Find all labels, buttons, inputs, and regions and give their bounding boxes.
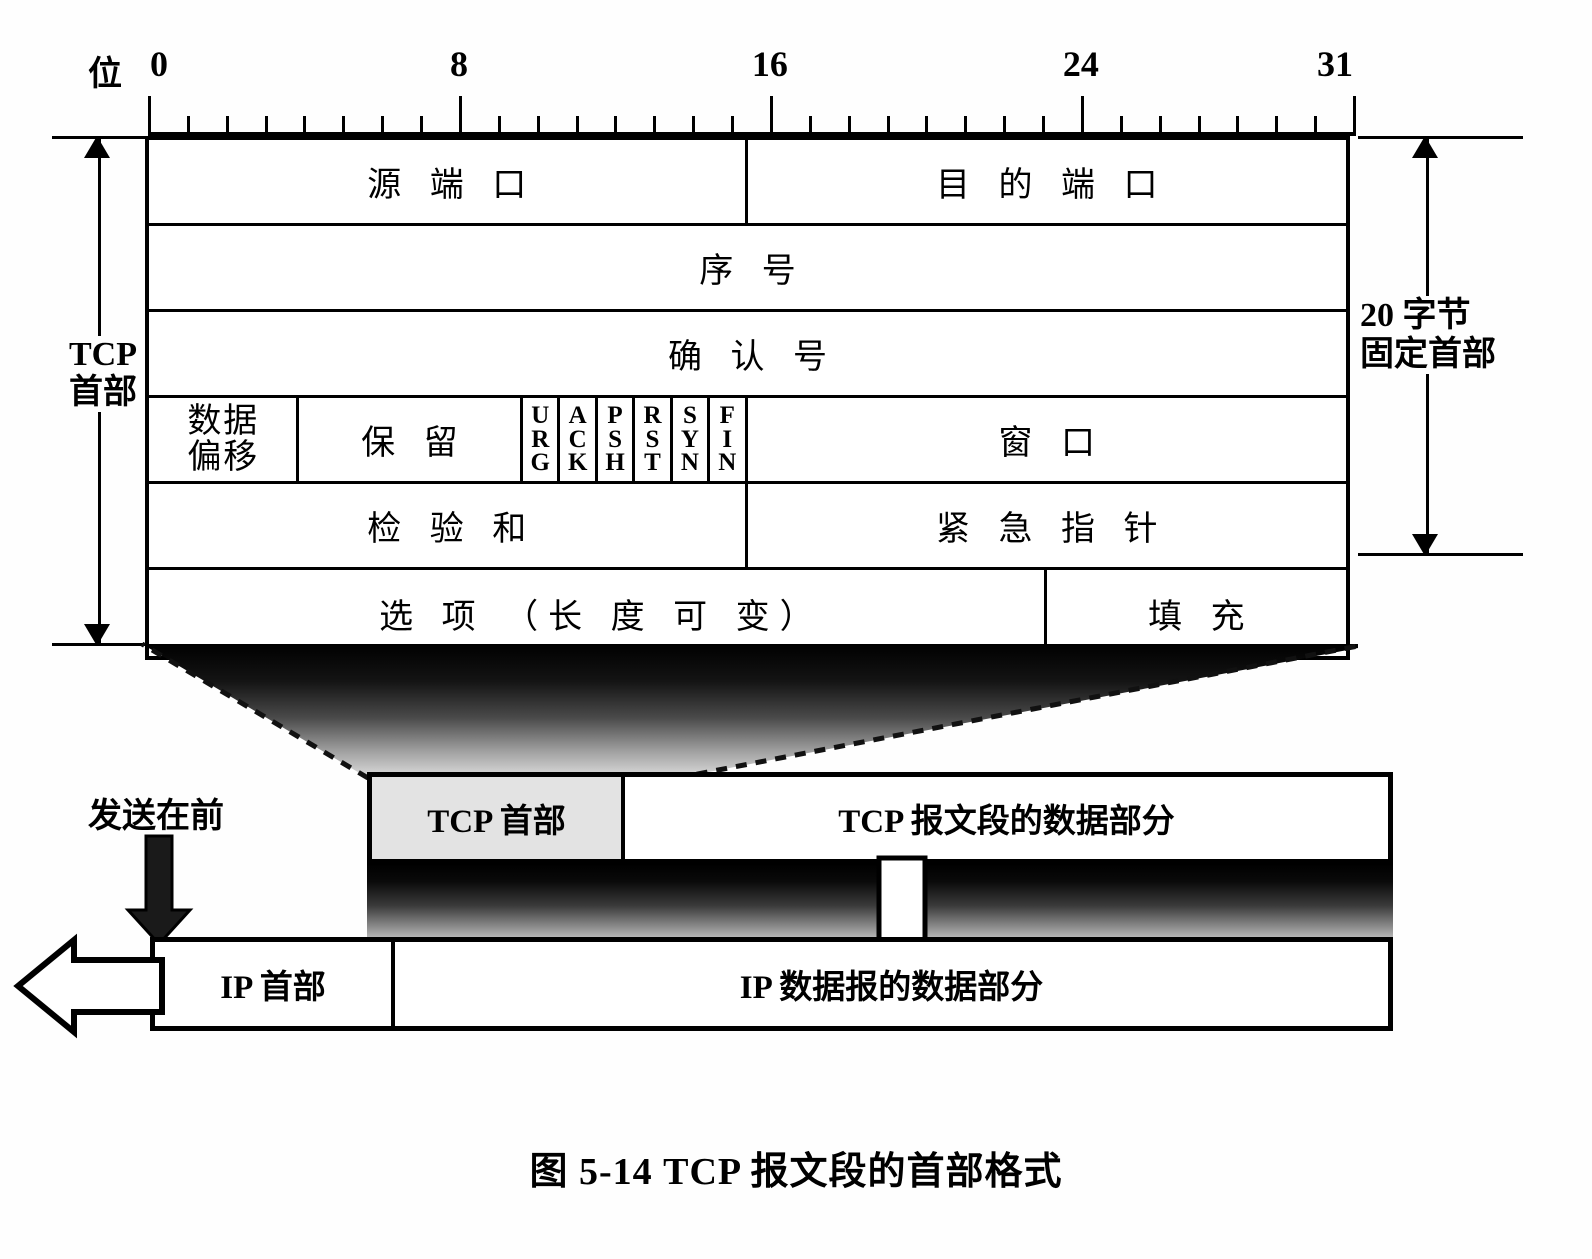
ruler-tick-25 [1119,116,1123,136]
ruler-tick-16 [769,96,773,136]
tcp-segment-header-cell: TCP 首部 [372,777,625,859]
transmission-left-arrow-icon [13,933,165,1039]
send-first-down-arrow-icon [124,834,194,947]
ruler-tick-8 [458,96,462,136]
fixed-header-size-bracket: 20 字节 固定首部 [1358,136,1592,556]
acknowledgement-row: 确 认 号 [149,312,1346,398]
ruler-tick-5 [342,116,346,136]
tcp-segment-data-cell: TCP 报文段的数据部分 [838,804,1175,840]
field-cell-data-offset: 数据偏移 [149,398,299,481]
ruler-tick-2 [225,116,229,136]
ruler-tick-18 [847,116,851,136]
sequence-row: 序 号 [149,226,1346,312]
field-cell-dst-port: 填 充 [1148,598,1255,636]
tcp-header-bracket: TCP 首部 [48,136,158,646]
ruler-tick-27 [1197,116,1201,136]
ip-data-cell: IP 数据报的数据部分 [739,970,1044,1006]
checksum-row: 检 验 和紧 急 指 针 [149,484,1346,570]
ruler-tick-23 [1042,116,1046,136]
ruler-tick-13 [653,116,657,136]
figure-caption: 图 5-14 TCP 报文段的首部格式 [529,1151,1063,1193]
ruler-tick-22 [1003,116,1007,136]
bit-ruler: 0 8 16 24 31 [148,46,1356,136]
field-cell-dst-port: 保 留 [299,398,524,481]
ruler-tick-29 [1275,116,1279,136]
tcp-header-bracket-label: TCP 首部 [48,336,158,413]
ruler-label-bit-8: 8 [449,44,468,84]
fixed-header-size-label: 20 字节 固定首部 [1360,296,1496,375]
ruler-tick-26 [1158,116,1162,136]
ruler-tick-11 [575,116,579,136]
field-cell-src-port: 源 端 口 [149,140,748,223]
ruler-tick-1 [186,116,190,136]
options-row: 选 项 （长 度 可 变） 填 充 [149,570,1346,656]
tcp-header-bracket-line2: 首部 [69,374,137,412]
ruler-label-bit-16: 16 [751,44,788,84]
ruler-tick-28 [1236,116,1240,136]
field-cell-src-port: 序 号 [699,253,806,290]
ruler-tick-6 [381,116,385,136]
size-bracket-arrow-down-icon [1412,534,1438,556]
ruler-tick-14 [692,116,696,136]
ip-header-cell: IP 首部 [155,942,395,1026]
size-bracket-arrow-up-icon [1412,136,1438,158]
fixed-header-size-line1: 20 字节 [1360,297,1471,334]
fixed-header-size-line2: 固定首部 [1360,336,1496,374]
ruler-tick-7 [420,116,424,136]
ports-row: 源 端 口目 的 端 口 [149,140,1346,226]
ruler-label-bit-0: 0 [150,44,168,84]
tcp-segment-row: TCP 首部 TCP 报文段的数据部分 [367,772,1393,864]
field-cell-dst-port: 目 的 端 口 [936,167,1168,204]
ruler-tick-24 [1080,96,1084,136]
header-to-segment-funnel [140,641,1360,782]
field-cell-field-3-8: 窗 口 [998,425,1105,462]
bracket-arrow-up-icon [84,136,110,158]
ruler-label-bit-31: 31 [1317,44,1353,84]
ruler-tick-15 [731,116,735,136]
field-cell-dst-port: 紧 急 指 针 [936,511,1168,548]
ruler-tick-4 [303,116,307,136]
ruler-tick-3 [264,116,268,136]
size-bracket-bottom-rule [1358,553,1523,556]
ruler-tick-20 [925,116,929,136]
field-cell-src-port: 检 验 和 [149,484,748,567]
ruler-tick-17 [808,116,812,136]
ruler-label-bit-24: 24 [1062,44,1099,84]
bracket-arrow-down-icon [84,624,110,646]
field-cell-src-port: 选 项 （长 度 可 变） [149,570,1047,656]
ruler-tick-21 [964,116,968,136]
send-first-label: 发送在前 [88,798,224,835]
ruler-tick-19 [886,116,890,136]
ruler-tick-12 [614,116,618,136]
size-bracket-top-rule [1358,136,1523,139]
ruler-tick-9 [497,116,501,136]
ruler-tick-0 [148,96,151,136]
field-cell-src-port: 确 认 号 [668,339,837,376]
tcp-header-bracket-line1: TCP [69,336,137,373]
ruler-baseline [148,132,1353,136]
bit-axis-label: 位 [88,56,122,93]
ruler-tick-30 [1314,116,1318,136]
ruler-tick-10 [536,116,540,136]
ip-datagram-row: IP 首部 IP 数据报的数据部分 [150,937,1393,1031]
ruler-tick-31 [1353,96,1356,136]
